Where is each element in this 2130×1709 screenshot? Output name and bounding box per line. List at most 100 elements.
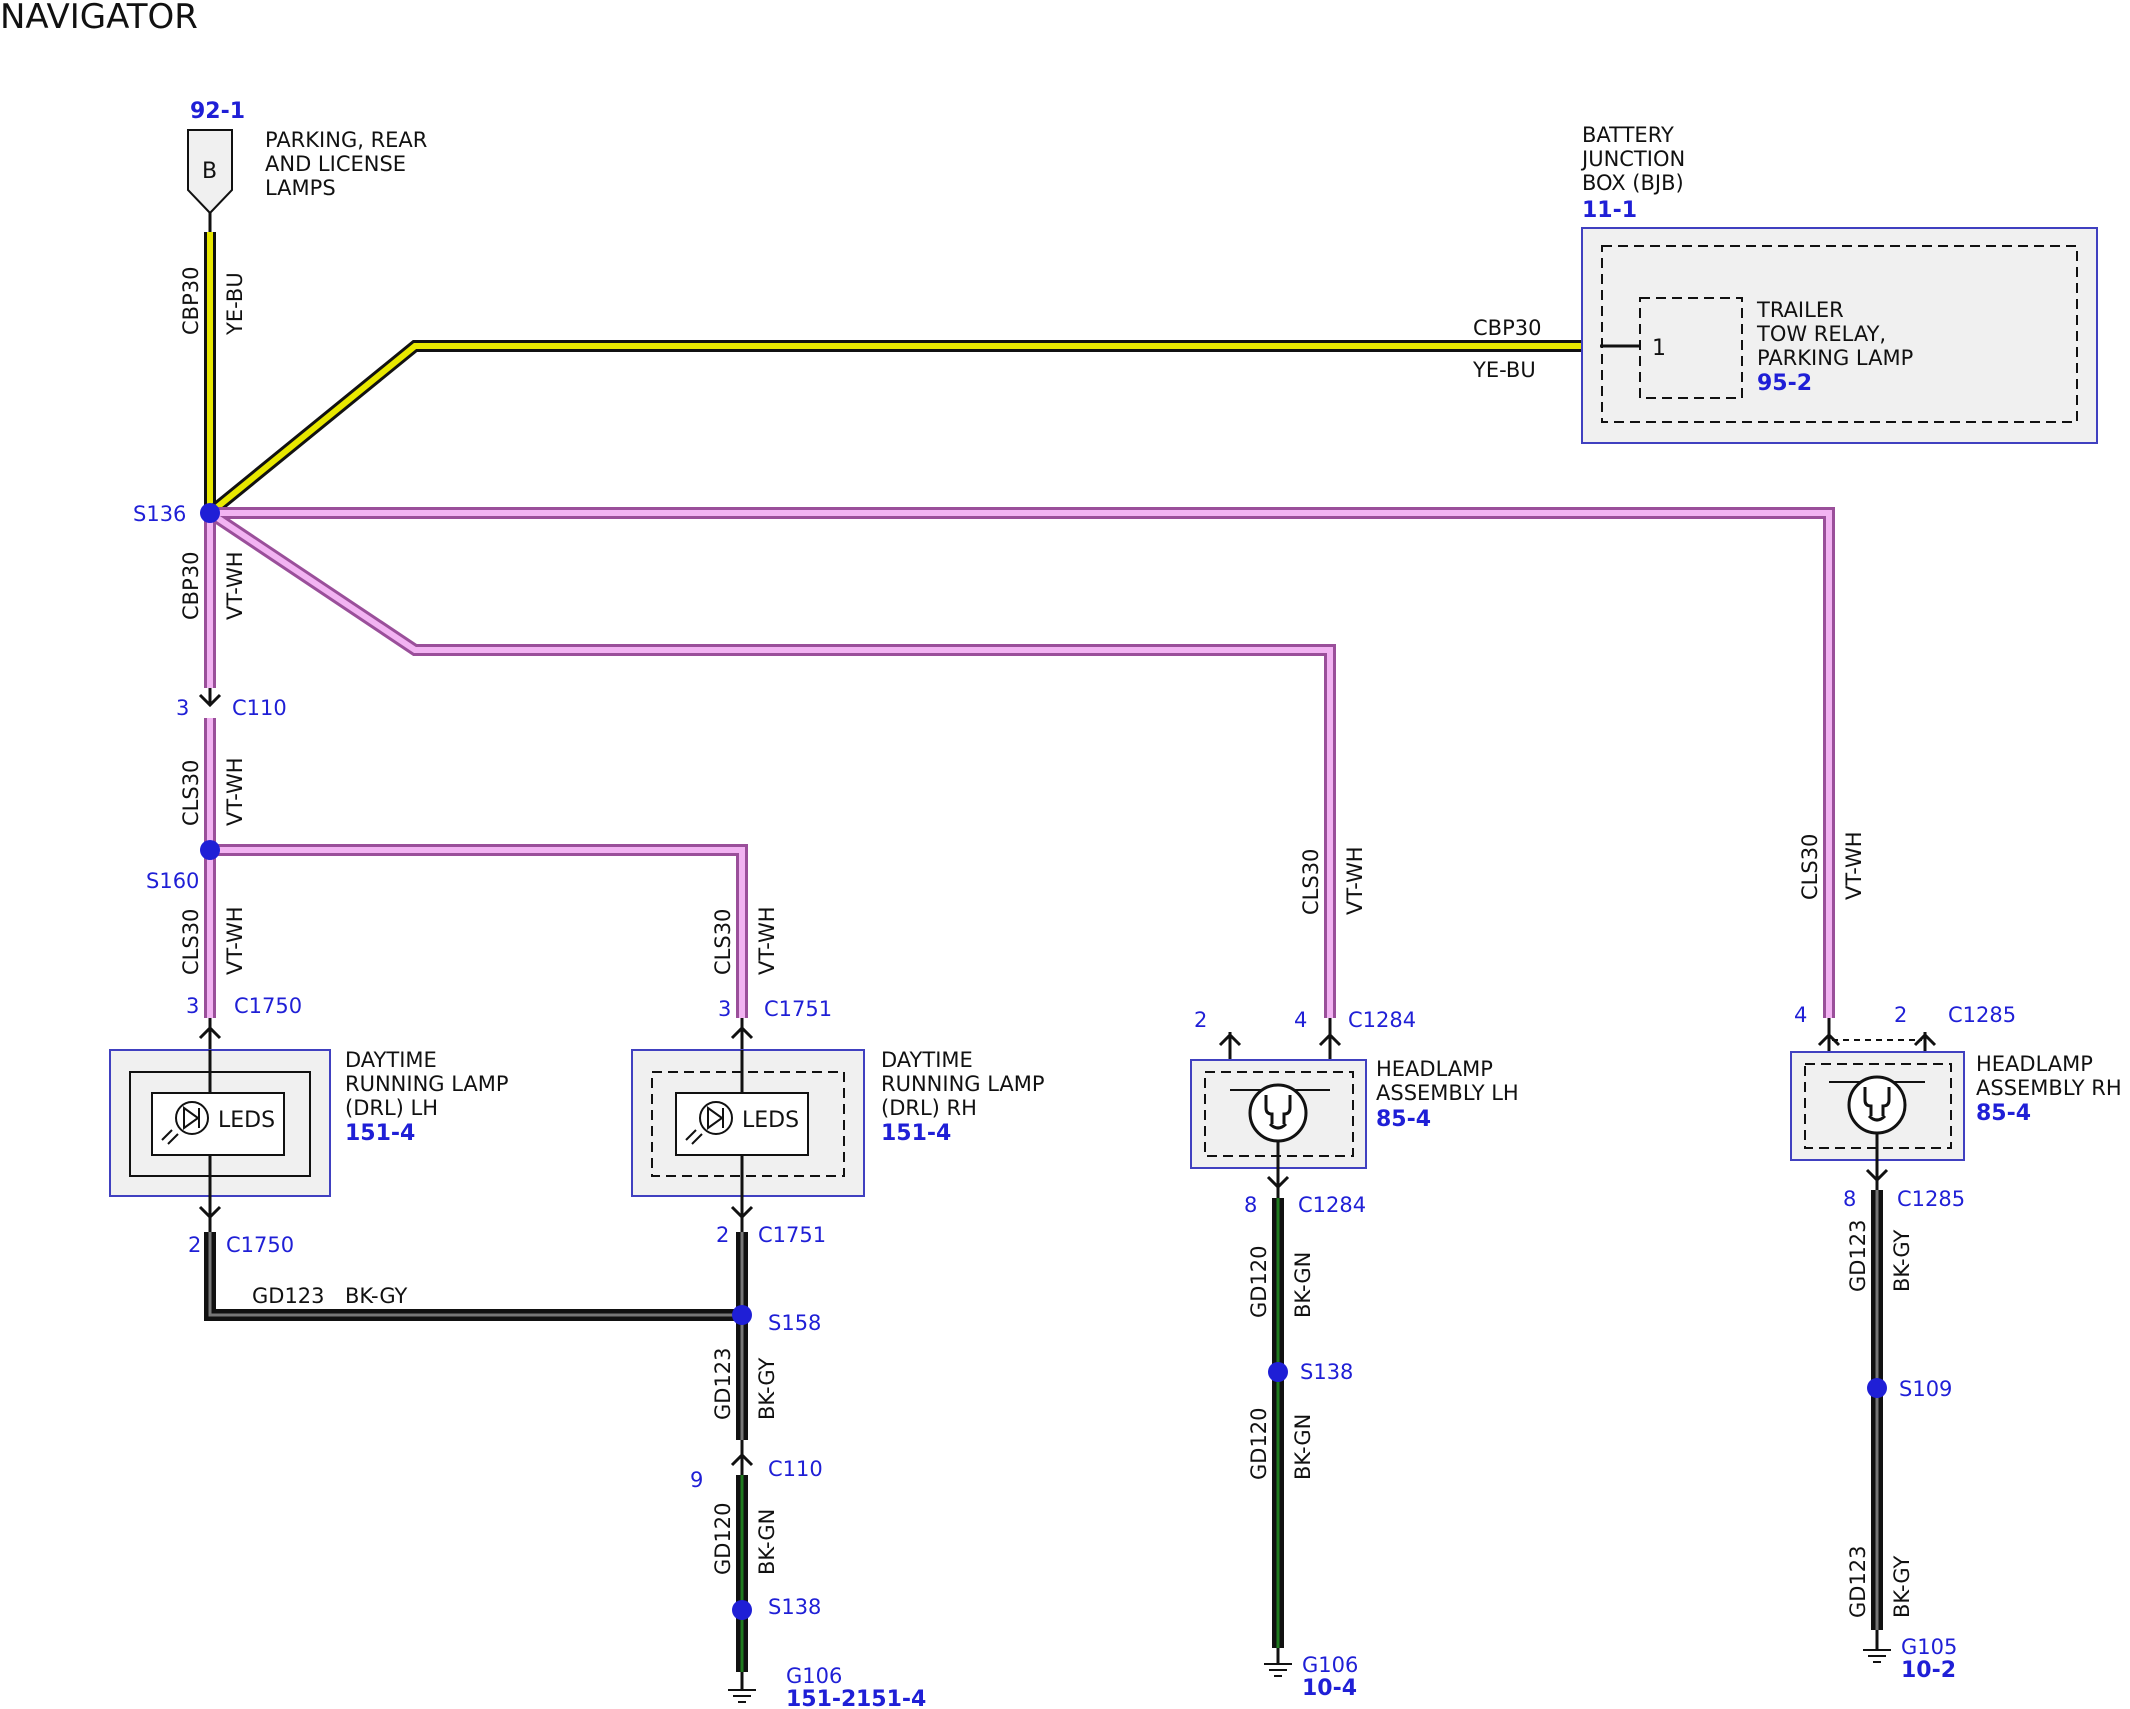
svg-text:CBP30: CBP30 <box>179 552 203 620</box>
source-connector: 92-1 B PARKING, REAR AND LICENSE LAMPS <box>187 99 434 232</box>
source-ref[interactable]: 92-1 <box>190 99 245 124</box>
svg-text:G106: G106 <box>1302 1653 1358 1677</box>
svg-text:GD123: GD123 <box>1846 1219 1870 1292</box>
wire-label-s136-c110: CBP30 VT-WH <box>179 551 247 620</box>
svg-text:S138: S138 <box>768 1595 821 1619</box>
svg-text:BK-GN: BK-GN <box>1291 1252 1315 1318</box>
wire-label-c110-s138: GD120 BK-GN <box>711 1502 779 1575</box>
wire-gd123-bk-gy-drl <box>204 1232 748 1440</box>
svg-text:CLS30: CLS30 <box>711 909 735 975</box>
svg-text:BK-GY: BK-GY <box>1890 1555 1914 1618</box>
svg-text:4: 4 <box>1794 1003 1807 1027</box>
drl-lh-ref[interactable]: 151-4 <box>345 1121 415 1146</box>
wire-label-headlamp-lh-feed: CLS30 VT-WH <box>1299 846 1367 915</box>
splice-s158: S158 <box>732 1305 821 1335</box>
bjb-ref[interactable]: 11-1 <box>1582 198 1637 223</box>
svg-text:GD120: GD120 <box>1247 1407 1271 1480</box>
svg-text:2: 2 <box>1894 1003 1907 1027</box>
svg-text:C110: C110 <box>232 696 287 720</box>
svg-text:9: 9 <box>690 1468 703 1492</box>
svg-text:C1285: C1285 <box>1897 1187 1965 1211</box>
svg-text:CBP30: CBP30 <box>179 267 203 335</box>
svg-text:CLS30: CLS30 <box>179 909 203 975</box>
drl-rh-leds: LEDS <box>742 1108 799 1133</box>
svg-text:BK-GN: BK-GN <box>1291 1414 1315 1480</box>
led-icon <box>161 1101 209 1145</box>
svg-text:3: 3 <box>186 994 199 1018</box>
headlamp-rh-label: HEADLAMP ASSEMBLY RH <box>1976 1052 2122 1100</box>
svg-text:VT-WH: VT-WH <box>1343 846 1367 915</box>
headlamp-lh: 2 4 C1284 8 C1284 HEADLAMP ASSEMBLY LH 8… <box>1190 1008 1519 1217</box>
svg-text:BK-GY: BK-GY <box>755 1357 779 1420</box>
wire-label-s109-g105: GD123 BK-GY <box>1846 1545 1914 1618</box>
headlamp-lh-ref[interactable]: 85-4 <box>1376 1107 1431 1132</box>
svg-text:8: 8 <box>1244 1193 1257 1217</box>
svg-text:S136: S136 <box>133 502 186 526</box>
wire-label-s160-c1751: CLS30 VT-WH <box>711 906 779 975</box>
source-pin: B <box>202 159 217 184</box>
drl-rh-ref[interactable]: 151-4 <box>881 1121 951 1146</box>
svg-text:C1285: C1285 <box>1948 1003 2016 1027</box>
svg-text:VT-WH: VT-WH <box>223 551 247 620</box>
ground-g106-headlamp: G106 10-4 <box>1263 1648 1358 1701</box>
wire-label-headlamp-rh-feed: CLS30 VT-WH <box>1798 831 1866 900</box>
svg-text:VT-WH: VT-WH <box>1842 831 1866 900</box>
wire-label-headlamp-rh-ground: GD123 BK-GY <box>1846 1219 1914 1292</box>
svg-text:VT-WH: VT-WH <box>223 906 247 975</box>
svg-text:C1751: C1751 <box>758 1223 826 1247</box>
ground-g106-drl: G106 151-2 151-4 <box>727 1664 926 1709</box>
bjb-relay-ref[interactable]: 95-2 <box>1757 371 1812 396</box>
svg-text:CLS30: CLS30 <box>179 760 203 826</box>
svg-text:CLS30: CLS30 <box>1798 834 1822 900</box>
svg-text:GD123: GD123 <box>711 1347 735 1420</box>
splice-s138-headlamp: S138 <box>1268 1360 1353 1384</box>
splice-s138-drl: S138 <box>732 1595 821 1620</box>
svg-text:151-2[interactable]: 151-2 <box>786 1687 856 1709</box>
svg-text:151-4[interactable]: 151-4 <box>856 1687 926 1709</box>
bjb-relay-label: TRAILER TOW RELAY, PARKING LAMP <box>1756 298 1913 370</box>
wire-label-drl-ground: GD123 BK-GY <box>252 1284 408 1308</box>
headlamp-rh-ref[interactable]: 85-4 <box>1976 1101 2031 1126</box>
svg-text:C1751: C1751 <box>764 997 832 1021</box>
svg-text:2: 2 <box>1194 1008 1207 1032</box>
svg-text:10-2[interactable]: 10-2 <box>1901 1658 1956 1683</box>
battery-junction-box: BATTERY JUNCTION BOX (BJB) 11-1 1 TRAILE… <box>1580 123 2098 444</box>
svg-text:8: 8 <box>1843 1187 1856 1211</box>
splice-s160: S160 <box>146 840 220 893</box>
svg-text:S138: S138 <box>1300 1360 1353 1384</box>
svg-text:BK-GY: BK-GY <box>1890 1229 1914 1292</box>
splice-s109: S109 <box>1867 1377 1952 1401</box>
svg-text:YE-BU: YE-BU <box>223 272 247 336</box>
headlamp-rh: 4 2 C1285 8 C1285 HEADLAMP ASSEMBLY RH 8… <box>1790 1003 2122 1211</box>
svg-text:C1750: C1750 <box>226 1233 294 1257</box>
svg-text:GD123: GD123 <box>252 1284 325 1308</box>
headlamp-lh-label: HEADLAMP ASSEMBLY LH <box>1376 1057 1519 1105</box>
svg-text:VT-WH: VT-WH <box>755 906 779 975</box>
wire-label-source: CBP30 YE-BU <box>179 267 247 336</box>
wire-label-headlamp-lh-ground: GD120 BK-GN <box>1247 1245 1315 1318</box>
svg-text:2: 2 <box>188 1233 201 1257</box>
svg-text:C1750: C1750 <box>234 994 302 1018</box>
svg-text:4: 4 <box>1294 1008 1307 1032</box>
svg-text:G105: G105 <box>1901 1635 1957 1659</box>
drl-rh: 3 C1751 LEDS 2 C1751 DAYTIME RUNNING LAM… <box>631 997 1051 1247</box>
drl-lh-label: DAYTIME RUNNING LAMP (DRL) LH <box>345 1048 515 1120</box>
wire-label-s160-c1750: CLS30 VT-WH <box>179 906 247 975</box>
svg-text:C1284: C1284 <box>1298 1193 1366 1217</box>
connector-c110-upper: 3 C110 <box>176 688 287 720</box>
svg-text:BK-GY: BK-GY <box>345 1284 408 1308</box>
svg-text:10-4[interactable]: 10-4 <box>1302 1676 1357 1701</box>
bulb-icon <box>1847 1075 1907 1135</box>
bjb-label: BATTERY JUNCTION BOX (BJB) <box>1580 123 1692 195</box>
bjb-relay-pin: 1 <box>1652 336 1666 361</box>
svg-text:BK-GN: BK-GN <box>755 1509 779 1575</box>
drl-rh-label: DAYTIME RUNNING LAMP (DRL) RH <box>881 1048 1051 1120</box>
wire-label-s158-c110: GD123 BK-GY <box>711 1347 779 1420</box>
wire-ye-bu-to-bjb <box>206 340 1600 518</box>
wire-label-bjb: CBP30 YE-BU <box>1472 316 1541 382</box>
svg-text:G106: G106 <box>786 1664 842 1688</box>
svg-text:C110: C110 <box>768 1457 823 1481</box>
ground-g105: G105 10-2 <box>1862 1630 1957 1683</box>
source-label: PARKING, REAR AND LICENSE LAMPS <box>265 128 434 200</box>
svg-text:GD120: GD120 <box>1247 1245 1271 1318</box>
